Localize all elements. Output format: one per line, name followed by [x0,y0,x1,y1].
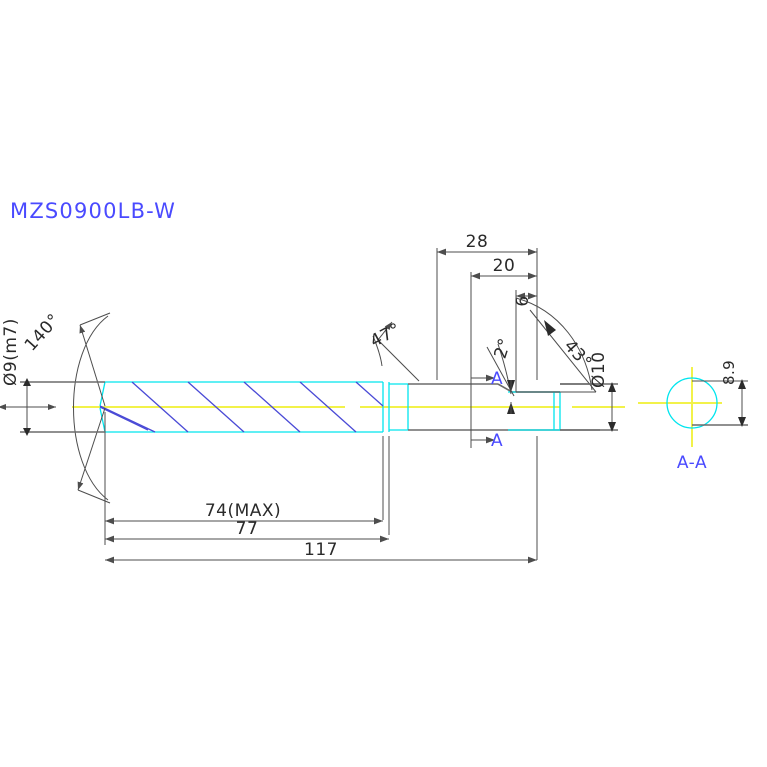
shank-diameter-label: Ø9(m7) [1,318,21,386]
bottom-dimension-group: 74(MAX) 77 117 [105,501,537,564]
section-view-a-a: 8.9 A-A [638,360,748,473]
section-marker-group: A A [471,369,503,451]
head-diameter-label: Ø10 [589,351,609,388]
section-marker-bottom-label: A [491,431,503,451]
section-height-label: 8.9 [720,360,738,385]
angle-callout-group: 47° 2° 43° [367,297,597,414]
part-number-title: MZS0900LB-W [10,199,176,223]
witness-lines-body [104,412,538,560]
flute-length-label: 74(MAX) [205,501,281,521]
tip-length-label: 6 [513,295,533,306]
top-dimension-group: 28 20 6 [436,232,538,448]
section-view-label: A-A [677,453,707,473]
head-diameter-dimension: Ø10 [560,351,618,432]
taper-angle-label: 2° [491,336,516,362]
overall-length-label: 117 [304,540,338,560]
neck-length-label: 28 [466,232,489,252]
point-angle-label: 140° [21,310,65,355]
step-length-label: 20 [493,256,516,276]
body-length-label: 77 [236,519,259,539]
section-marker-top-label: A [491,369,503,389]
main-side-view [72,381,625,560]
section-circle [666,377,718,429]
flute-helix-lines [99,381,384,433]
